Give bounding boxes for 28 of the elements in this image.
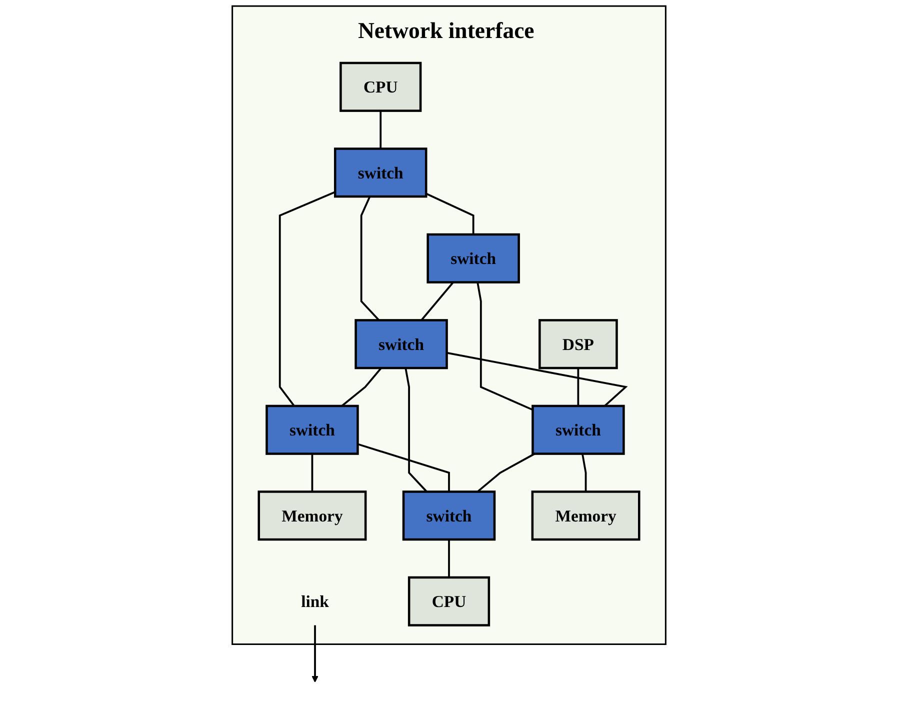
node-box: switch [402,490,496,541]
node-box: Memory [258,490,367,541]
connector-line [577,368,580,406]
connector-line [380,110,382,149]
node-box: switch [266,404,359,455]
node-box: Memory [531,490,640,541]
connector-line [360,196,380,321]
connector-line [420,282,454,321]
node-text: link [301,592,329,611]
node-box: switch [532,404,625,455]
node-box: CPU [408,576,490,626]
connector-line [404,368,428,492]
connector-line [448,540,450,578]
node-box: switch [334,148,428,198]
node-box: switch [426,233,520,284]
node-box: CPU [340,62,422,112]
connector-line [476,282,534,411]
connector-line [341,367,382,407]
connector-line [357,443,450,492]
connector-line [446,352,628,407]
connector-line [312,625,318,682]
node-box: DSP [538,319,618,370]
connector-line [582,454,587,492]
node-box: switch [354,319,448,370]
connector-line [278,191,336,407]
connector-line [476,452,536,492]
connector-line [426,192,474,234]
connector-line [311,454,314,492]
